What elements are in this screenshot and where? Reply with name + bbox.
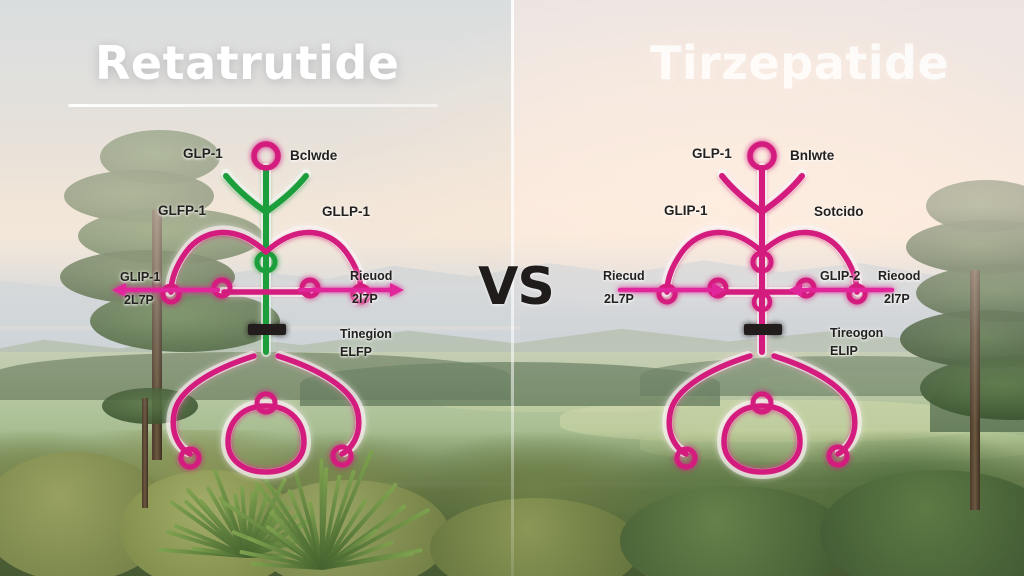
left-label-top-right: Bclwde [290,148,337,163]
right-label-mid-right-top: GLIP-2 [820,269,860,283]
right-footnote-line1: Tireogon [830,326,883,340]
left-label-arm-left: GLFP-1 [158,203,206,218]
right-panel-title: Tirzepatide [650,36,949,90]
left-label-mid-right-top: Rieuod [350,269,392,283]
left-label-mid-left-bottom: 2L7P [124,293,154,307]
left-footnote-line2: ELFP [340,345,372,359]
left-label-mid-left-top: GLIP-1 [120,270,160,284]
right-label-arm-right: Sotcido [814,204,864,219]
right-label-glp1-top: GLP-1 [692,146,732,161]
versus-badge: VS [470,258,562,316]
right-label-mid-left-top: Riecud [603,269,645,283]
right-label-top-right: Bnlwte [790,148,834,163]
left-label-mid-right-bottom: 2l7P [352,292,378,306]
left-title-underline [68,104,438,107]
left-panel-title: Retatrutide [95,36,399,90]
right-label-arm-left: GLIP-1 [664,203,708,218]
left-label-glp1-top: GLP-1 [183,146,223,161]
left-label-arm-right: GLLP-1 [322,204,370,219]
right-label-mid-right-top2: Rieood [878,269,920,283]
left-footnote-line1: Tinegion [340,327,392,341]
right-footnote-line2: ELIP [830,344,858,358]
right-label-mid-right-bottom: 2l7P [884,292,910,306]
right-label-mid-left-bottom: 2L7P [604,292,634,306]
